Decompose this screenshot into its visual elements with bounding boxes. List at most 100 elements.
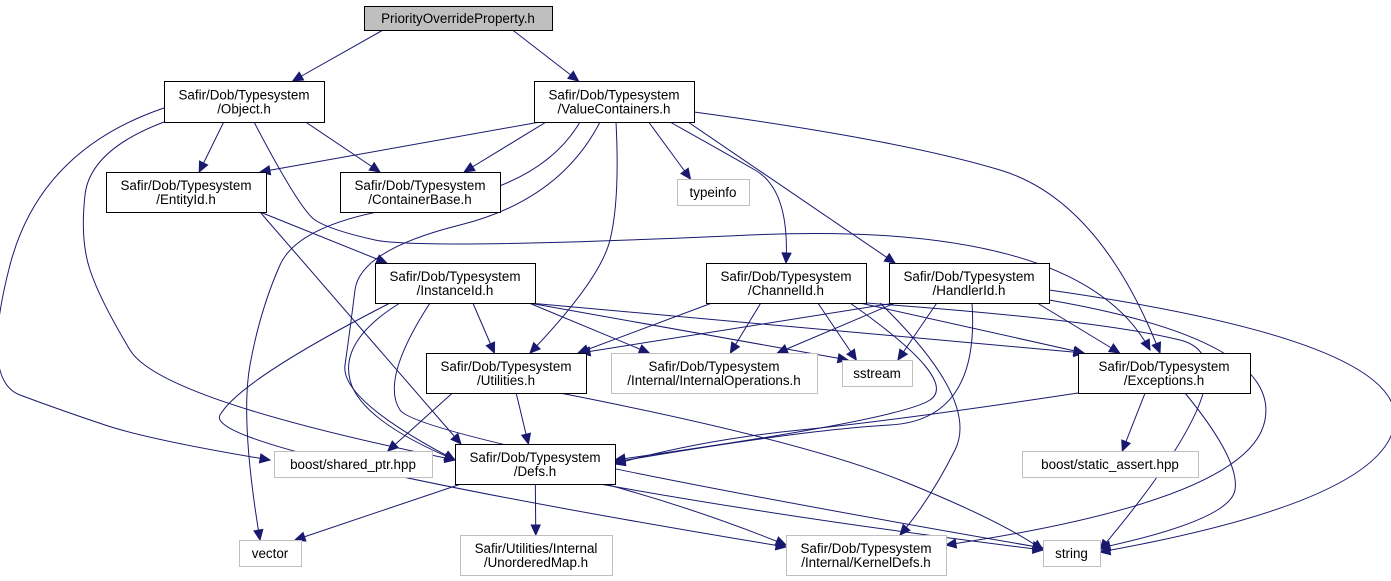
node-label: /ContainerBase.h (368, 192, 471, 207)
arrowhead-icon (520, 432, 532, 446)
node-containerbase[interactable]: Safir/Dob/Typesystem/ContainerBase.h (340, 172, 501, 213)
node-box[interactable] (375, 263, 536, 304)
node-box[interactable] (455, 444, 616, 485)
arrowhead-icon (776, 344, 790, 354)
arrowhead-icon (566, 70, 580, 82)
node-utilities[interactable]: Safir/Dob/Typesystem/Utilities.h (426, 353, 587, 394)
edge-instanceid-to-exceptions (528, 302, 1085, 354)
edge-handlerid-to-kerneldefs (945, 299, 1267, 546)
node-label: /Defs.h (514, 464, 556, 479)
edge-exceptions-to-defs (614, 392, 1079, 465)
arrowhead-icon (1140, 338, 1151, 352)
node-label: /Object.h (217, 102, 271, 117)
edge-instanceid-to-kerneldefs (218, 302, 787, 548)
node-box[interactable] (340, 172, 501, 213)
node-internalops: Safir/Dob/Typesystem/Internal/InternalOp… (611, 353, 818, 394)
node-handlerid[interactable]: Safir/Dob/Typesystem/HandlerId.h (889, 263, 1050, 304)
edge-object-to-containerbase (305, 121, 381, 173)
edge-valuecontainers-to-handlerid (687, 121, 896, 264)
node-label: /Internal/KernelDefs.h (801, 555, 931, 570)
node-box[interactable] (706, 263, 867, 304)
node-box[interactable] (164, 81, 325, 123)
arrowhead-icon (1121, 439, 1132, 453)
edge-handlerid-to-exceptions (1036, 302, 1120, 354)
arrowhead-icon (637, 344, 651, 354)
node-box[interactable] (534, 81, 695, 123)
node-box (1022, 451, 1199, 478)
node-label: Safir/Dob/Typesystem (390, 269, 521, 284)
edge-valuecontainers-to-containerbase (463, 121, 547, 173)
node-label: /Internal/InternalOperations.h (627, 373, 800, 388)
node-label: PriorityOverrideProperty.h (381, 11, 535, 26)
edge-handlerid-to-defs (614, 302, 974, 463)
node-entityid[interactable]: Safir/Dob/Typesystem/EntityId.h (106, 172, 267, 213)
node-root[interactable]: PriorityOverrideProperty.h (364, 6, 553, 31)
node-exceptions[interactable]: Safir/Dob/Typesystem/Exceptions.h (1078, 353, 1251, 394)
edge-utilities-to-sharedptr (387, 392, 453, 452)
edge-valuecontainers-to-typeinfo (648, 121, 691, 180)
arrowhead-icon (485, 341, 496, 355)
node-label: Safir/Dob/Typesystem (470, 450, 601, 465)
node-label: /EntityId.h (156, 192, 216, 207)
node-label: Safir/Dob/Typesystem (649, 359, 780, 374)
node-box (239, 540, 302, 567)
node-label: /ChannelId.h (748, 283, 824, 298)
node-valuecontainers[interactable]: Safir/Dob/Typesystem/ValueContainers.h (534, 81, 695, 123)
arrowhead-icon (883, 252, 897, 264)
edge-object-to-sharedptr (0, 107, 271, 461)
node-box[interactable] (106, 172, 267, 213)
node-label: vector (252, 546, 289, 561)
edge-entityid-to-instanceid (259, 211, 387, 264)
edge-defs-to-kerneldefs (604, 483, 787, 546)
node-channelid[interactable]: Safir/Dob/Typesystem/ChannelId.h (706, 263, 867, 304)
node-instanceid[interactable]: Safir/Dob/Typesystem/InstanceId.h (375, 263, 536, 304)
arrowhead-icon (450, 432, 462, 445)
nodes-layer: PriorityOverrideProperty.hSafir/Dob/Type… (106, 6, 1251, 576)
arrowhead-icon (529, 341, 542, 354)
node-box[interactable] (364, 6, 553, 31)
edge-instanceid-to-defs (348, 302, 456, 461)
edge-utilities-to-string (559, 392, 1044, 551)
node-box (842, 360, 913, 387)
edge-instanceid-to-internalops (528, 302, 650, 354)
arrowhead-icon (944, 538, 958, 549)
edge-valuecontainers-to-channelid (669, 121, 787, 264)
node-box (460, 535, 613, 576)
node-label: boost/static_assert.hpp (1041, 457, 1179, 472)
node-label: typeinfo (690, 185, 737, 200)
edge-root-to-object (292, 29, 384, 82)
arrowhead-icon (899, 523, 911, 536)
node-object[interactable]: Safir/Dob/Typesystem/Object.h (164, 81, 325, 123)
node-box[interactable] (426, 353, 587, 394)
edge-defs-to-vector (294, 483, 462, 541)
node-label: boost/shared_ptr.hpp (290, 457, 416, 472)
edge-instanceid-to-sstream (528, 302, 849, 361)
arrowhead-icon (613, 456, 627, 467)
arrowhead-icon (293, 531, 307, 542)
node-box[interactable] (1078, 353, 1251, 394)
node-label: Safir/Dob/Typesystem (355, 178, 486, 193)
edge-channelid-to-utilities (577, 302, 713, 354)
node-defs[interactable]: Safir/Dob/Typesystem/Defs.h (455, 444, 616, 485)
arrowhead-icon (530, 524, 541, 537)
node-label: /HandlerId.h (933, 283, 1006, 298)
node-label: Safir/Utilities/Internal (475, 541, 598, 556)
edge-defs-to-string (599, 483, 1044, 551)
node-label: string (1055, 546, 1088, 561)
edges-layer (0, 29, 1391, 556)
node-typeinfo: typeinfo (677, 179, 750, 206)
edge-valuecontainers-to-defs (344, 121, 601, 461)
arrowhead-icon (253, 528, 264, 542)
edge-handlerid-to-utilities (579, 302, 896, 354)
node-box (677, 179, 750, 206)
node-label: /Utilities.h (477, 373, 535, 388)
node-box[interactable] (889, 263, 1050, 304)
edge-exceptions-to-string (1099, 392, 1236, 549)
node-box (611, 353, 818, 394)
arrowhead-icon (443, 451, 457, 461)
node-label: Safir/Dob/Typesystem (549, 88, 680, 103)
edge-handlerid-to-sstream (897, 302, 938, 361)
edge-valuecontainers-to-exceptions (693, 111, 1161, 354)
node-label: Safir/Dob/Typesystem (904, 269, 1035, 284)
